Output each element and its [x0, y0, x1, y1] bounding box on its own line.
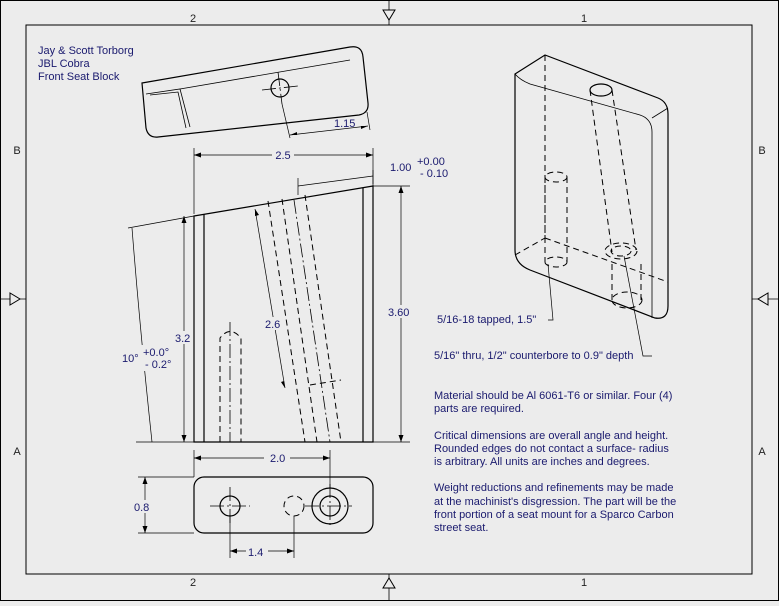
dim-label: 1.15 — [334, 118, 355, 130]
dim-label: 10° — [122, 353, 139, 365]
zone-label: 2 — [190, 577, 196, 589]
notes-block: Material should be Al 6061-T6 or similar… — [434, 390, 676, 534]
dim-label: 3.60 — [388, 307, 409, 319]
top-view — [141, 46, 369, 138]
note-line: parts are required. — [434, 403, 524, 415]
note-line: Critical dimensions are overall angle an… — [434, 430, 668, 442]
zone-label: B — [13, 145, 20, 157]
title-author: Jay & Scott Torborg — [38, 45, 134, 57]
centering-arrow-bottom — [382, 577, 396, 589]
note-line: Weight reductions and refinements may be… — [434, 482, 673, 494]
note-line: Material should be Al 6061-T6 or similar… — [434, 390, 672, 402]
zone-label: B — [758, 145, 765, 157]
note-line: at the machinist's disgression. The part… — [434, 496, 676, 508]
dim-tolerance: - 0.2° — [145, 359, 171, 371]
zone-label: 1 — [581, 13, 587, 25]
zone-label: A — [13, 446, 21, 458]
bottom-view — [193, 476, 374, 534]
dim-label: 0.8 — [134, 502, 149, 514]
callout-counterbore: 5/16" thru, 1/2" counterbore to 0.9" dep… — [434, 350, 633, 362]
centering-arrow-right — [757, 292, 769, 306]
zone-label: 1 — [581, 577, 587, 589]
isometric-view — [514, 54, 669, 319]
dim-tolerance: +0.0° — [143, 347, 169, 359]
dim-label: 2.6 — [265, 319, 280, 331]
centering-arrow-top — [382, 9, 396, 21]
note-line: street seat. — [434, 522, 488, 534]
centering-arrow-left — [9, 292, 21, 306]
dim-tolerance: +0.00 — [417, 156, 445, 168]
dim-label: 2.5 — [275, 150, 290, 162]
title-part: Front Seat Block — [38, 71, 120, 83]
note-line: Rounded edges do not contact a surface- … — [434, 443, 669, 455]
dim-tolerance: - 0.10 — [420, 168, 448, 180]
zone-label: 2 — [190, 13, 196, 25]
zone-label: A — [758, 446, 766, 458]
title-project: JBL Cobra — [38, 58, 90, 70]
note-line: is arbitrary. All units are inches and d… — [434, 456, 650, 468]
dim-label: 2.0 — [270, 453, 285, 465]
note-line: front portion of a seat mount for a Spar… — [434, 509, 674, 521]
dim-label: 1.00 — [390, 162, 411, 174]
dim-label: 1.4 — [248, 547, 263, 559]
dim-label: 3.2 — [175, 333, 190, 345]
callout-tapped: 5/16-18 tapped, 1.5" — [437, 314, 536, 326]
